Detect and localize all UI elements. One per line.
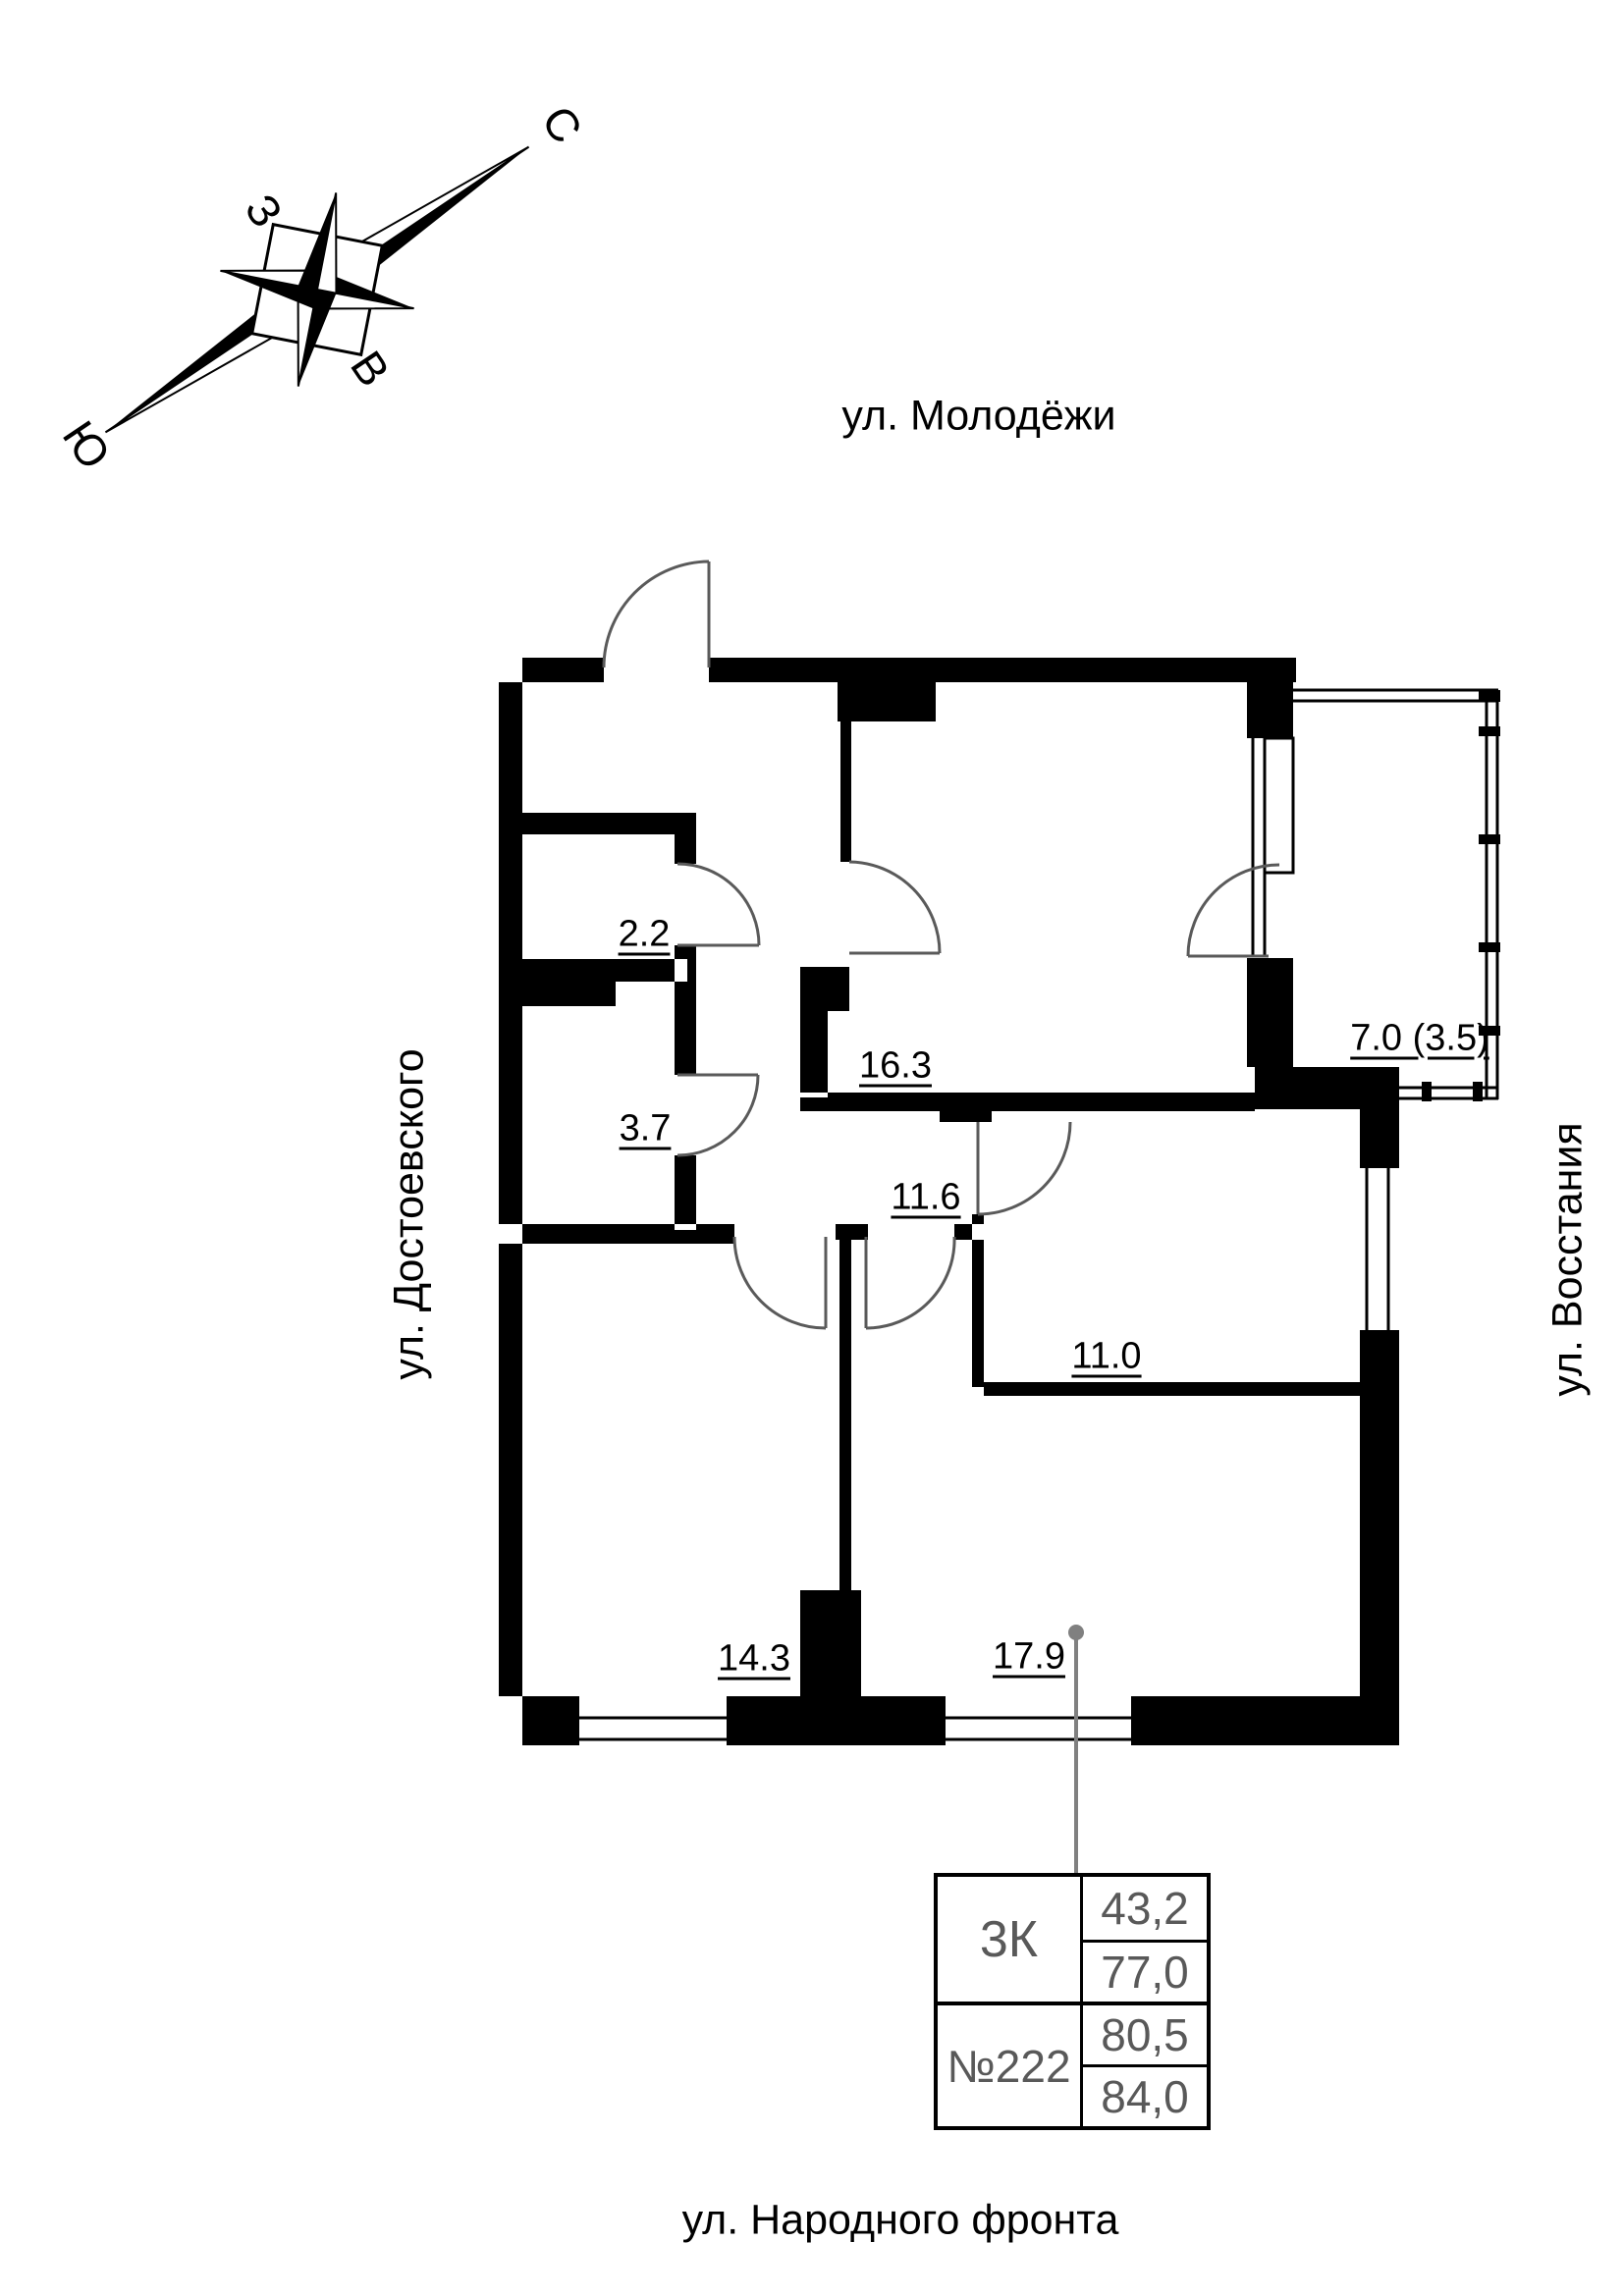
- door-swings: [602, 560, 1280, 1330]
- street-label-left: ул. Достоевского: [385, 1048, 433, 1380]
- star-point: [298, 192, 337, 290]
- balcony-door-frame: [1251, 738, 1267, 956]
- street-label-top: ул. Молодёжи: [841, 392, 1116, 440]
- balcony-window-leaf: [1263, 736, 1295, 875]
- walls: [499, 658, 1399, 1745]
- room-area-11-6: 11.6: [891, 1176, 961, 1218]
- star-point: [317, 270, 414, 309]
- apartment-number: №222: [938, 2002, 1083, 2126]
- balcony-glazing: [1293, 688, 1499, 1100]
- street-label-right: ул. Восстания: [1543, 1122, 1592, 1397]
- star-point: [315, 192, 338, 294]
- window-lines: [571, 1160, 1390, 1741]
- room-area-11-0: 11.0: [1071, 1335, 1142, 1377]
- leader: [1068, 1625, 1084, 1873]
- star-point: [220, 270, 317, 309]
- room-area-3-7: 3.7: [619, 1107, 672, 1149]
- area-value-1: 43,2: [1101, 1882, 1189, 1934]
- star-point: [298, 290, 337, 387]
- compass-rose: С Ю З В: [53, 96, 593, 478]
- compass-south-label: Ю: [53, 411, 121, 478]
- compass-north-label: С: [532, 96, 593, 152]
- room-area-2-2: 2.2: [618, 913, 671, 955]
- room-area-17-9: 17.9: [993, 1635, 1065, 1678]
- room-area-14-3: 14.3: [718, 1637, 790, 1680]
- room-area-balcony: 7.0 (3.5): [1350, 1017, 1489, 1059]
- room-area-16-3: 16.3: [859, 1044, 932, 1087]
- balcony-mullions: [1422, 690, 1500, 1101]
- area-value-4: 84,0: [1083, 2063, 1207, 2127]
- area-value-3: 80,5: [1083, 2002, 1207, 2064]
- street-label-bottom: ул. Народного фронта: [681, 2196, 1119, 2244]
- apartment-type: 3К: [938, 1877, 1083, 2002]
- apartment-info-table: 3К 43,2 77,0 №222 80,5 84,0: [934, 1873, 1211, 2130]
- leader-dot: [1068, 1625, 1084, 1640]
- area-value-2: 77,0: [1083, 1939, 1207, 2002]
